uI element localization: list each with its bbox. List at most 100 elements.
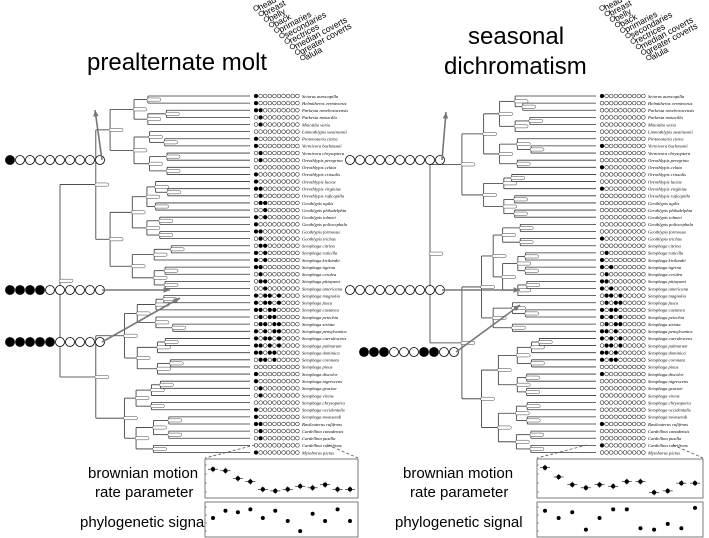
signal-label-left: phylogenetic signal [80, 514, 208, 531]
rate-point [610, 484, 616, 489]
taxon-label: Mniotilta varia [647, 122, 677, 127]
taxon-label: Setophaga discolor [648, 372, 684, 377]
taxon-label: Setophaga americana [648, 286, 689, 291]
taxon-label: Oreothlypis virginiae [648, 186, 687, 191]
signal-point [310, 511, 315, 516]
taxon-label: Setophaga pinus [302, 365, 333, 370]
rate-point [692, 480, 698, 486]
taxon-label: Cardellina canadensis [648, 429, 690, 434]
taxon-label: Basileuterus rufifrons [302, 422, 342, 427]
taxon-label: Parkesia noveboracensis [647, 108, 694, 113]
panel-title-left: prealternate molt [87, 49, 267, 76]
brownian-label-line2-left: rate parameter [95, 484, 193, 501]
taxon-label: Oreothlypis luciae [302, 179, 336, 184]
taxon-label: Setophaga graciae [648, 386, 683, 391]
taxon-label: Cardellina pusilla [648, 436, 682, 441]
signal-point [323, 518, 328, 523]
taxon-label: Setophaga americana [302, 286, 343, 291]
rate-point [335, 487, 340, 492]
taxon-label: Geothlypis tolmiei [302, 215, 337, 220]
rate-point [322, 482, 328, 487]
rate-point [679, 480, 684, 486]
rate-point [665, 488, 670, 494]
taxon-label: Helmitheros vermivorus [647, 101, 693, 106]
taxon-label: Protonotaria citrea [301, 137, 338, 142]
column-header-left: headbreastbellybackprimariessecondariesr… [253, 0, 353, 62]
signal-point [611, 507, 616, 512]
taxon-label: Setophaga ruticilla [302, 251, 338, 256]
taxon-label: Setophaga petechia [648, 315, 685, 320]
taxon-label: Setophaga fusca [302, 301, 333, 306]
taxon-label: Vermivora chrysoptera [648, 151, 691, 156]
taxon-label: Setophaga townsendi [302, 415, 342, 420]
rate-point [583, 485, 589, 490]
signal-point [348, 518, 352, 523]
taxon-label: Setophaga petechia [302, 315, 339, 320]
rate-point [273, 488, 278, 494]
parameter-plots-left [204, 444, 359, 538]
brownian-label-line1-right: brownian motion [403, 465, 513, 482]
taxon-label: Mniotilta varia [301, 122, 331, 127]
taxon-label: Setophaga discolor [302, 372, 338, 377]
signal-point [285, 518, 290, 523]
taxon-label: Setophaga palmarum [648, 343, 688, 348]
ancestral-state-callouts-right [345, 111, 521, 357]
taxon-label: Setophaga dominica [648, 350, 686, 355]
taxon-label: Cardellina rubrifrons [648, 443, 688, 448]
signal-point [693, 505, 697, 510]
taxon-label: Setophaga castanea [648, 308, 686, 313]
brownian-label-line2-right: rate parameter [410, 484, 508, 501]
signal-label-right: phylogenetic signal [395, 514, 523, 531]
taxon-label: Setophaga virens [648, 393, 680, 398]
rate-point [310, 485, 315, 490]
taxon-label: Setophaga chrysoparia [302, 400, 345, 405]
taxon-label: Setophaga cerulea [648, 272, 683, 277]
taxon-label: Geothlypis tolmiei [648, 215, 683, 220]
taxon-label: Oreothlypis ruficapilla [302, 194, 345, 199]
signal-point [223, 508, 228, 513]
taxon-label: Setophaga pinus [648, 365, 679, 370]
signal-point [235, 510, 240, 515]
taxon-label: Seiurus aurocapilla [648, 94, 685, 99]
taxon-label: Setophaga pensylvanica [648, 329, 693, 334]
taxon-label: Setophaga castanea [302, 308, 340, 313]
taxon-label: Setophaga kirtlandii [302, 258, 340, 263]
taxon-label: Oreothlypis crissalis [302, 172, 340, 177]
taxon-label: Cardellina canadensis [302, 429, 344, 434]
taxon-label: Geothlypis formosus [302, 229, 340, 234]
phylogenetic-tree-right [428, 95, 596, 453]
ancestral-state-callouts-left [5, 109, 181, 347]
taxon-label: Vermivora bachmanii [302, 144, 342, 149]
taxon-label: Vermivora chrysoptera [302, 151, 345, 156]
taxon-label: Oreothlypis celata [302, 165, 337, 170]
taxon-label: Geothlypis trichas [302, 236, 336, 241]
rate-point [223, 468, 228, 473]
taxon-label: Parkesia noveboracensis [301, 108, 348, 113]
panel-right: seasonal dichromatism headbreastbellybac… [345, 0, 704, 538]
taxon-label: Setophaga palmarum [302, 343, 342, 348]
signal-point [665, 521, 670, 526]
rate-point [297, 484, 303, 489]
taxon-label: Setophaga fusca [648, 301, 679, 306]
taxon-label: Setophaga pitiayumi [302, 279, 341, 284]
taxon-label: Oreothlypis peregrina [302, 158, 343, 163]
taxon-label: Setophaga striata [302, 322, 335, 327]
taxon-label: Myioborus pictus [647, 450, 680, 455]
taxon-label: Setophaga citrina [302, 244, 335, 249]
rate-point [624, 479, 630, 484]
taxon-label: Parkesia motacilla [301, 115, 338, 120]
phylogenetic-tree-left [58, 95, 250, 453]
taxon-label: Helmitheros vermivorus [301, 101, 347, 106]
signal-point [543, 508, 547, 513]
taxon-label: Oreothlypis crissalis [648, 172, 686, 177]
taxon-label: Geothlypis agilis [648, 201, 679, 206]
taxon-label: Setophaga nigrescens [302, 379, 342, 384]
signal-point [260, 516, 265, 521]
taxon-label: Setophaga coronata [302, 358, 340, 363]
taxon-label: Cardellina rubrifrons [302, 443, 342, 448]
signal-point [335, 507, 340, 512]
taxon-label: Setophaga kirtlandii [648, 258, 686, 263]
taxon-label: Setophaga cerulea [302, 272, 337, 277]
taxon-label: Oreothlypis virginiae [302, 186, 341, 191]
taxon-label: Setophaga pitiayumi [648, 279, 687, 284]
